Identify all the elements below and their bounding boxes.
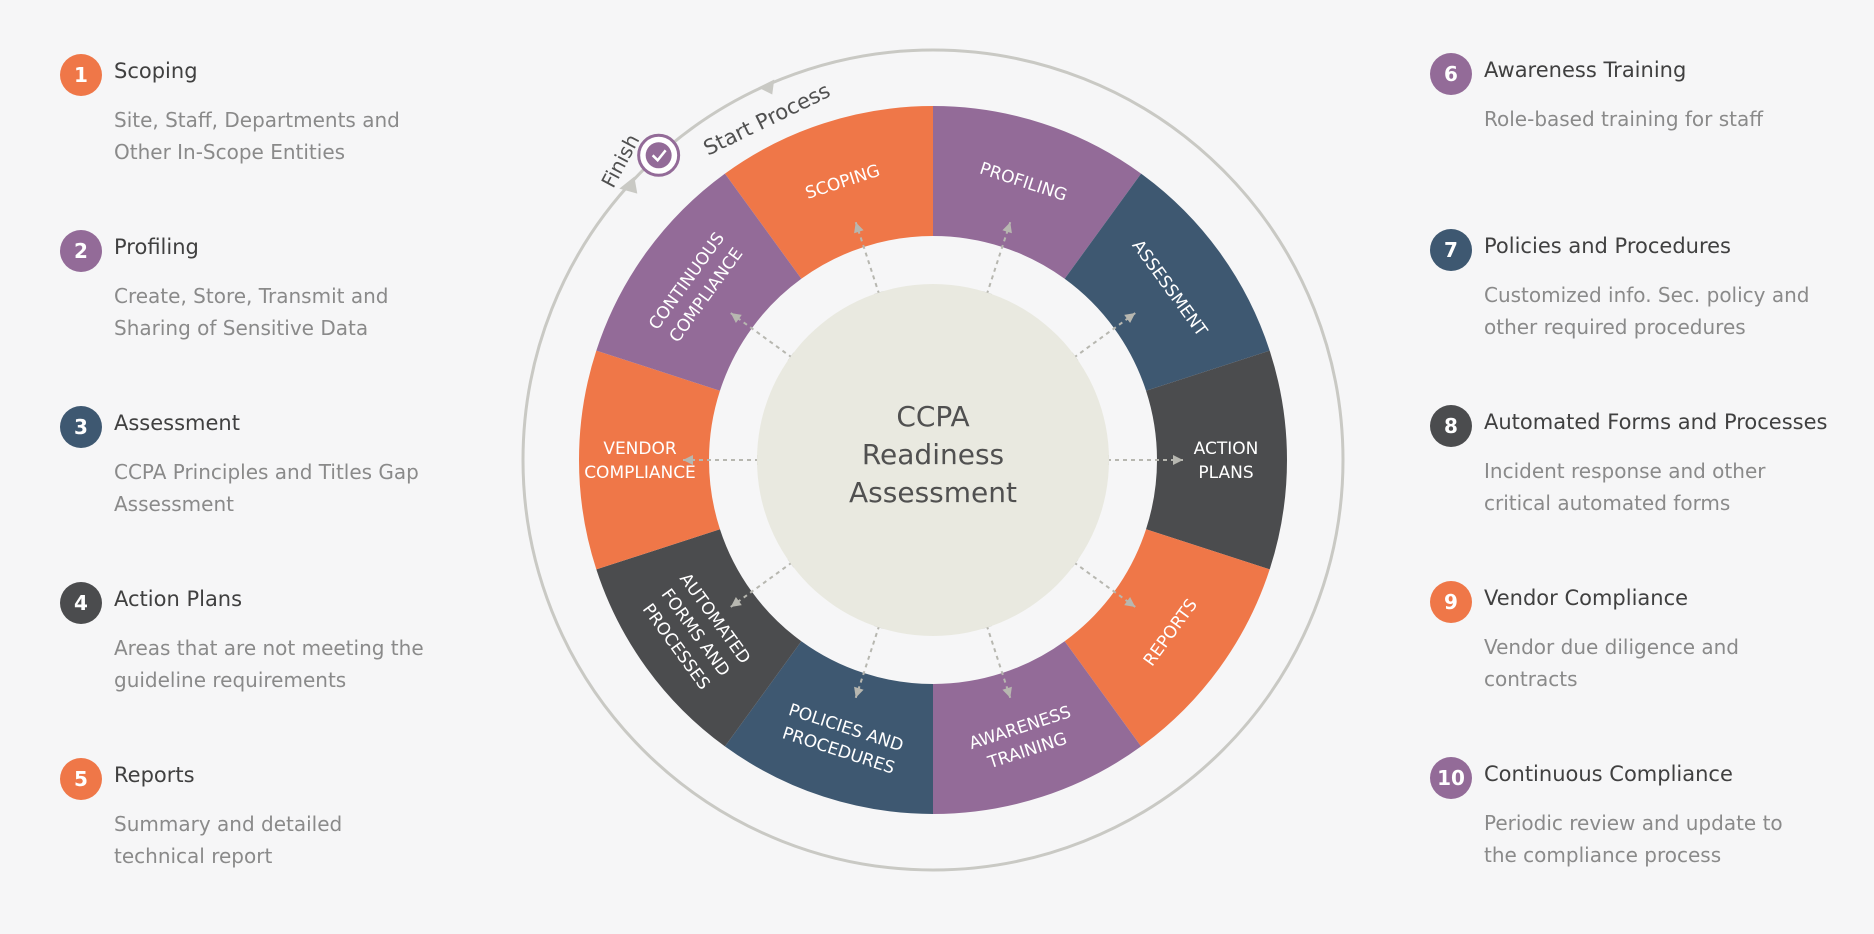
- step-title: Scoping: [114, 59, 198, 83]
- step-description: Incident response and other critical aut…: [1484, 459, 1766, 515]
- connector-arrowhead-icon: [1002, 222, 1012, 234]
- wheel-segment-label: VENDOR: [603, 439, 677, 459]
- step-description: Areas that are not meeting the guideline…: [114, 636, 424, 692]
- step-title: Assessment: [114, 411, 240, 435]
- finish-label: Finish: [596, 130, 644, 192]
- step-description: Summary and detailed technical report: [114, 812, 343, 868]
- connector-arrowhead-icon: [1124, 313, 1136, 323]
- check-icon: [651, 149, 667, 163]
- connector-arrowhead-icon: [683, 455, 693, 465]
- step-description: Vendor due diligence and contracts: [1484, 635, 1739, 691]
- wheel-segment: [596, 529, 802, 747]
- wheel-segment: [578, 350, 720, 570]
- step-title: Profiling: [114, 235, 199, 259]
- step-title: Continuous Compliance: [1484, 762, 1733, 786]
- wheel-segment: [1064, 529, 1270, 747]
- connector-arrow: [730, 556, 800, 608]
- step-description: CCPA Principles and Titles Gap Assessmen…: [114, 460, 419, 516]
- wheel-segment: [933, 641, 1142, 815]
- outer-process-ring: [521, 48, 1345, 872]
- wheel-segment: [596, 173, 802, 391]
- connector-arrow: [730, 312, 800, 364]
- wheel-segment: [724, 106, 933, 279]
- step-title: Vendor Compliance: [1484, 586, 1689, 610]
- step-number-badge: 10: [1430, 757, 1472, 799]
- connector-arrowhead-icon: [1002, 686, 1012, 698]
- finish-check-inner: [645, 142, 672, 169]
- center-circle: [757, 284, 1109, 636]
- step-title: Action Plans: [114, 587, 243, 611]
- step-title: Awareness Training: [1484, 58, 1687, 82]
- center-label-line: Readiness: [862, 438, 1004, 471]
- step-title: Reports: [114, 763, 195, 787]
- wheel-segment-label-group: VENDOR COMPLIANCE: [584, 439, 696, 483]
- wheel-segment-label-group: ACTION PLANS: [1194, 439, 1259, 483]
- connector-arrow: [854, 221, 883, 303]
- connector-arrowhead-icon: [730, 313, 742, 323]
- step-number-badge: 3: [60, 406, 102, 448]
- connector-arrow: [1066, 556, 1136, 608]
- step-title: Automated Forms and Processes: [1484, 410, 1828, 434]
- step-description: Periodic review and update to the compli…: [1484, 811, 1783, 867]
- wheel-segment-label: PLANS: [1198, 463, 1253, 483]
- step-number-badge: 6: [1430, 53, 1472, 95]
- connector-arrowhead-icon: [1173, 455, 1183, 465]
- step-number-badge: 1: [60, 54, 102, 96]
- step-number-badge: 5: [60, 758, 102, 800]
- connector-arrow: [983, 617, 1012, 699]
- center-label-line: Assessment: [849, 476, 1017, 509]
- wheel-segment: [724, 641, 933, 814]
- step-description: Site, Staff, Departments and Other In-Sc…: [114, 108, 400, 164]
- step-description: Customized info. Sec. policy and other r…: [1484, 283, 1810, 339]
- step-number-badge: 4: [60, 582, 102, 624]
- step-number-badge: 7: [1430, 229, 1472, 271]
- connector-arrow: [983, 221, 1012, 303]
- step-number-badge: 9: [1430, 581, 1472, 623]
- step-description: Create, Store, Transmit and Sharing of S…: [114, 284, 389, 340]
- connector-arrowhead-icon: [854, 686, 864, 698]
- step-description: Role-based training for staff: [1484, 107, 1764, 131]
- wheel-segment-label: ACTION: [1194, 439, 1259, 459]
- start-arrowhead-icon: [758, 79, 775, 95]
- connector-arrowhead-icon: [730, 597, 742, 607]
- step-number-badge: 2: [60, 230, 102, 272]
- connector-arrowhead-icon: [854, 222, 864, 234]
- center-label-line: CCPA: [896, 400, 969, 433]
- connector-arrowhead-icon: [1124, 597, 1136, 607]
- step-number-badge: 8: [1430, 405, 1472, 447]
- finish-arrowhead-icon: [619, 176, 638, 194]
- connector-arrow: [1066, 312, 1136, 364]
- step-title: Policies and Procedures: [1484, 234, 1731, 258]
- wheel-segment: [1064, 173, 1270, 391]
- wheel-segment: [1146, 350, 1287, 570]
- connector-arrow: [854, 617, 883, 699]
- wheel-segment: [933, 106, 1142, 279]
- wheel-segment-label: COMPLIANCE: [584, 463, 696, 483]
